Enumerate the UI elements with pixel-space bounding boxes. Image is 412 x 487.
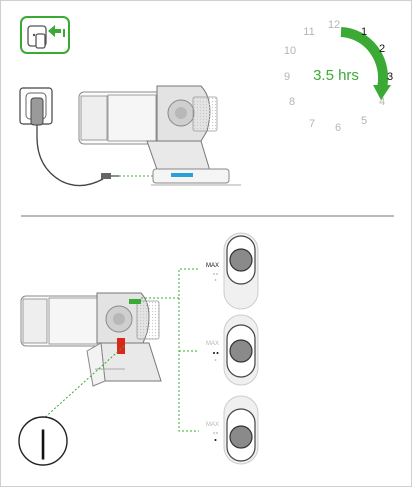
clock-number-9: 9 — [284, 71, 290, 83]
clock-number-12: 12 — [328, 19, 340, 31]
clock-number-1: 1 — [361, 26, 367, 38]
trigger — [117, 338, 125, 354]
mode-selector-low: MAX — [206, 395, 259, 465]
charge-led — [171, 173, 193, 177]
charge-clock: 12 1 2 3 4 5 6 7 8 9 10 11 3.5 hrs — [284, 19, 393, 134]
mode-label-max: MAX — [206, 263, 219, 269]
clock-number-6: 6 — [335, 122, 341, 134]
clock-number-10: 10 — [284, 45, 296, 57]
clock-number-4: 4 — [379, 96, 385, 108]
power-switch-symbol: | — [39, 424, 47, 460]
clock-number-8: 8 — [289, 96, 295, 108]
mode-label-medium: MAX — [206, 341, 219, 347]
guide-lines — [40, 268, 199, 432]
clock-number-7: 7 — [309, 118, 315, 130]
clock-number-11: 11 — [303, 26, 314, 38]
wall-socket — [19, 87, 155, 187]
clock-number-2: 2 — [379, 43, 385, 55]
power-switch-circle: | — [18, 416, 68, 466]
vacuum-charging — [78, 85, 241, 186]
mode-selector-medium: MAX — [206, 314, 259, 386]
clock-number-3: 3 — [387, 71, 393, 83]
mode-selector-max: MAX — [206, 232, 259, 310]
vacuum-side-view — [20, 292, 162, 387]
wall-charger-icon — [20, 16, 70, 54]
mode-label-low: MAX — [206, 422, 219, 428]
charge-time-label: 3.5 hrs — [313, 67, 359, 84]
clock-number-5: 5 — [361, 115, 367, 127]
